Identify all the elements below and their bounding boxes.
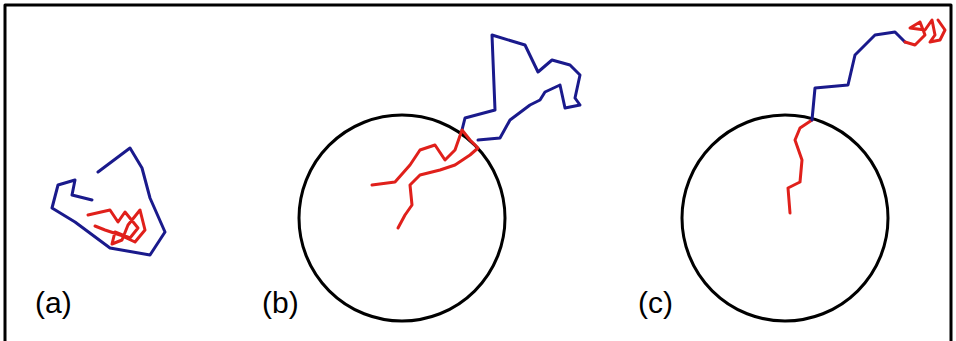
- blue-chain: [52, 148, 165, 255]
- particle-circle: [682, 115, 888, 321]
- particle-circle: [299, 115, 505, 321]
- red-chain: [372, 130, 478, 228]
- blue-chain: [812, 32, 905, 120]
- panel-label: (a): [35, 288, 72, 318]
- red-chain: [788, 120, 812, 213]
- red-chain: [905, 20, 945, 45]
- figure-frame: [5, 5, 951, 341]
- red-chain: [88, 210, 145, 244]
- blue-chain: [462, 35, 580, 140]
- panel-label: (b): [262, 288, 299, 318]
- panel-label: (c): [638, 288, 673, 318]
